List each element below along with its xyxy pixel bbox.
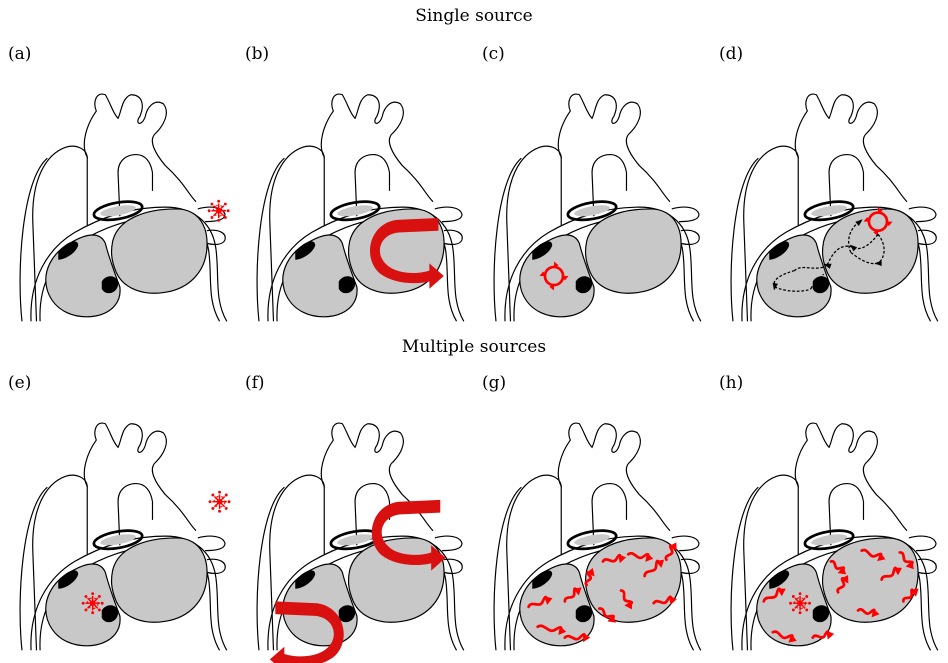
- panel-label: (d): [719, 44, 743, 64]
- panel-c: (c): [474, 44, 711, 334]
- panel-label: (b): [245, 44, 269, 64]
- panel-label: (g): [482, 373, 506, 393]
- heart-diagram: [474, 44, 711, 334]
- panel-h: (h): [711, 373, 948, 663]
- panel-label: (a): [8, 44, 31, 64]
- title-multiple-sources: Multiple sources: [0, 337, 948, 357]
- panel-b: (b): [237, 44, 474, 334]
- panel-label: (c): [482, 44, 505, 64]
- focal-source: [208, 200, 230, 222]
- heart-diagram: [711, 373, 948, 663]
- heart-diagram: [0, 44, 237, 334]
- heart-diagram: [0, 373, 237, 663]
- heart-diagram: [711, 44, 948, 334]
- heart-diagram: [474, 373, 711, 663]
- panel-e: (e): [0, 373, 237, 663]
- panel-d: (d): [711, 44, 948, 334]
- panel-label: (h): [719, 373, 743, 393]
- focal-source: [209, 491, 231, 513]
- panel-f: (f): [237, 373, 474, 663]
- heart-diagram: [237, 373, 474, 663]
- panel-g: (g): [474, 373, 711, 663]
- panel-a: (a): [0, 44, 237, 334]
- title-single-source: Single source: [0, 6, 948, 26]
- heart-diagram: [237, 44, 474, 334]
- panel-label: (e): [8, 373, 31, 393]
- panel-label: (f): [245, 373, 265, 393]
